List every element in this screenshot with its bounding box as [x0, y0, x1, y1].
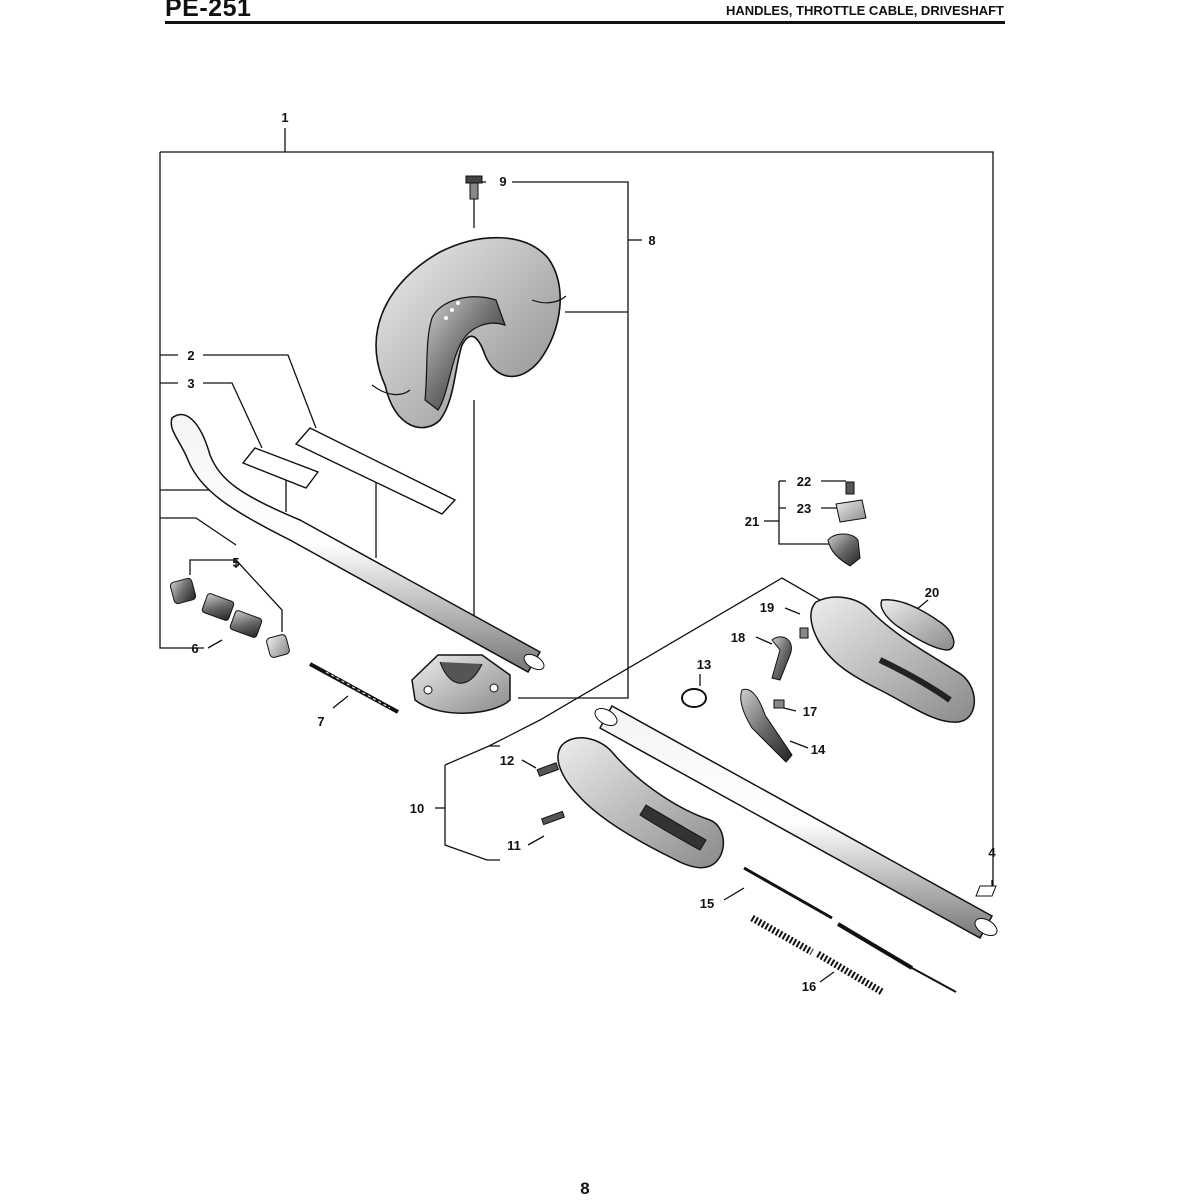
callout-9: 9 [499, 174, 506, 189]
callout-10: 10 [410, 801, 424, 816]
decal-labels [241, 427, 997, 897]
callout-19: 19 [760, 600, 774, 615]
leader-lines [159, 128, 994, 983]
callout-5: 5 [232, 555, 239, 570]
callout-1: 1 [281, 110, 288, 125]
throttle-cable [743, 866, 957, 993]
callout-17: 17 [803, 704, 817, 719]
callout-11: 11 [507, 838, 521, 853]
small-parts-17-19 [771, 627, 809, 709]
throttle-housing [557, 737, 725, 869]
callout-15: 15 [700, 896, 714, 911]
driveshaft-part-7 [309, 662, 399, 714]
callout-22: 22 [797, 474, 811, 489]
callout-20: 20 [925, 585, 939, 600]
callout-7: 7 [317, 714, 324, 729]
callout-6: 6 [191, 641, 198, 656]
throttle-trigger [740, 688, 793, 763]
callout-2: 2 [187, 348, 194, 363]
callout-23: 23 [797, 501, 811, 516]
loop-handle [371, 236, 567, 429]
rear-handle [810, 596, 976, 723]
trigger-lock [880, 599, 955, 651]
header-rule [165, 21, 1005, 24]
callout-12: 12 [500, 753, 514, 768]
callout-18: 18 [731, 630, 745, 645]
page-number: 8 [580, 1179, 590, 1198]
model-number: PE-251 [165, 0, 252, 22]
bearing-parts [169, 577, 290, 658]
springs-part-16 [750, 914, 884, 996]
handle-clamp [411, 654, 511, 714]
switch-assembly [827, 481, 867, 567]
callout-21: 21 [745, 514, 759, 529]
callout-16: 16 [802, 979, 816, 994]
callout-numbers: 1 2 3 4 5 6 7 8 9 10 11 12 13 14 15 16 1… [187, 110, 996, 994]
bolts-11-12 [536, 762, 566, 826]
section-title: HANDLES, THROTTLE CABLE, DRIVESHAFT [725, 3, 1004, 18]
bolt-part-9 [465, 175, 483, 200]
drive-tube [594, 704, 998, 940]
callout-8: 8 [648, 233, 655, 248]
grip-tube [170, 413, 545, 674]
callout-14: 14 [811, 742, 826, 757]
clamp-part-13 [681, 688, 707, 708]
callout-3: 3 [187, 376, 194, 391]
callout-4: 4 [988, 845, 996, 860]
callout-13: 13 [697, 657, 711, 672]
